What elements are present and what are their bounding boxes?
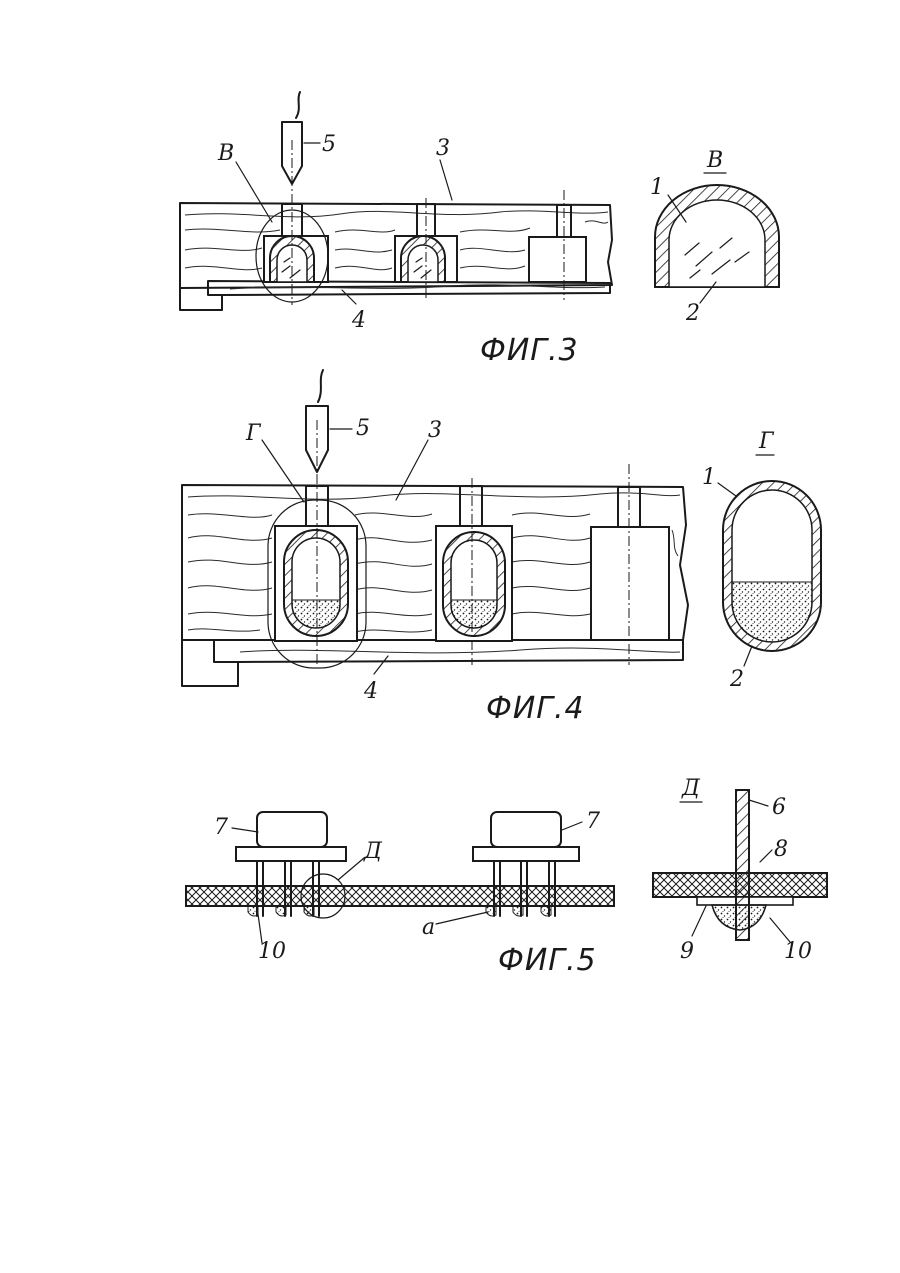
label-1: 1 [650,175,664,200]
label-3: 3 [428,418,442,443]
empty-cavity-3c [529,205,586,282]
label-7: 7 [586,809,600,834]
label-10: 10 [258,939,286,964]
empty-cavity-4c [591,487,669,640]
capsule-cavity-4b [436,486,512,641]
figure-caption: ФИГ.3 [480,333,579,368]
figure-caption: ФИГ.4 [486,691,585,726]
capsule-cavity-4a [275,486,357,641]
label-4: 4 [363,679,378,704]
detail-g: Г 1 2 [702,429,821,692]
label-3: 3 [436,136,450,161]
figure-caption: ФИГ.5 [498,943,597,978]
detail-title: Д [681,776,701,801]
label-7: 7 [214,815,228,840]
label-5: 5 [356,416,370,441]
detail-d: Д 6 8 9 10 [653,776,827,964]
detail-b: В 1 2 [650,148,779,326]
dispenser-nozzle-3 [282,92,302,184]
label-5: 5 [322,132,336,157]
label-6: 6 [772,795,786,820]
detail-title: Г [758,429,775,454]
figure-5: 7 7 Д 10 а ФИГ.5 Д [186,776,827,978]
label-8: 8 [774,837,788,862]
figure-4: 5 Г 3 4 ФИГ.4 Г 1 2 [182,370,821,726]
label-detail-b: В [217,141,234,166]
label-1: 1 [702,465,716,490]
label-2: 2 [685,301,700,326]
figure-3: 5 В 3 4 ФИГ.3 В 1 2 [180,92,779,368]
label-4: 4 [351,308,366,333]
label-detail-g: Г [245,421,262,446]
label-detail-d: Д [363,839,383,864]
label-10: 10 [784,939,812,964]
label-9: 9 [680,939,694,964]
label-2: 2 [729,667,744,692]
label-a: а [422,915,435,940]
detail-title: В [706,148,723,173]
